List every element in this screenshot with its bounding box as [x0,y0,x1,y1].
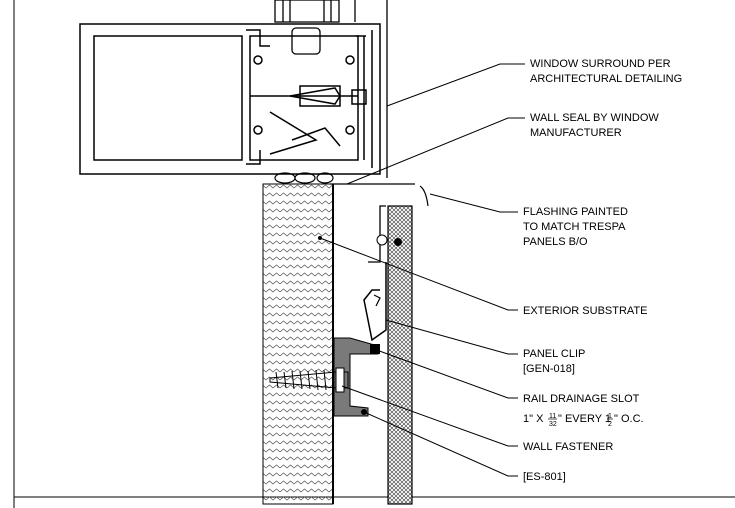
label-rail-drainage-2: 1" X 11 32 " EVERY 1 1 2 " O.C. [523,413,644,428]
substrate-leader-dot [318,236,322,240]
label-panel-clip-2: [GEN-018] [523,363,575,375]
label-flashing-3: PANELS B/O [523,236,588,248]
rail-drainage-text-b: " EVERY 1 [558,413,611,425]
panel-fastener-icon [376,234,388,246]
flashing-leg [368,205,386,263]
rail-drainage-frac2-num: 1 [608,413,612,420]
label-window-surround-2: ARCHITECTURAL DETAILING [530,73,682,85]
clip-hook [373,294,381,307]
window-frame [79,23,381,175]
rail-drainage-text-a: 1" X [523,413,544,425]
rail-drainage-frac-num: 11 [549,413,556,420]
flashing-break [419,185,429,207]
rail-drainage-text-c: " O.C. [614,413,644,425]
rail [333,337,379,417]
label-exterior-substrate: EXTERIOR SUBSTRATE [523,305,647,317]
rail-drainage-frac-den: 32 [549,421,557,428]
label-window-surround-1: WINDOW SURROUND PER [530,58,671,70]
label-flashing-1: FLASHING PAINTED [523,206,628,218]
label-panel-clip-1: PANEL CLIP [523,348,585,360]
label-flashing-2: TO MATCH TRESPA [523,221,626,233]
trespa-panel [387,205,413,505]
label-wall-seal-2: MANUFACTURER [530,127,622,139]
leader-lines [319,63,525,477]
panel-clip [363,262,387,342]
window-mullion [274,0,388,178]
wall-fastener-screw [269,367,349,393]
panel-fastener-head-icon [394,238,402,246]
label-wall-fastener: WALL FASTENER [523,441,613,453]
rail-drainage-frac2-den: 2 [608,421,612,428]
label-es-801: [ES-801] [523,471,566,483]
label-rail-drainage-1: RAIL DRAINAGE SLOT [523,393,640,405]
label-wall-seal-1: WALL SEAL BY WINDOW [530,112,659,124]
exterior-substrate-block [262,183,334,505]
wall-seal [274,172,334,184]
